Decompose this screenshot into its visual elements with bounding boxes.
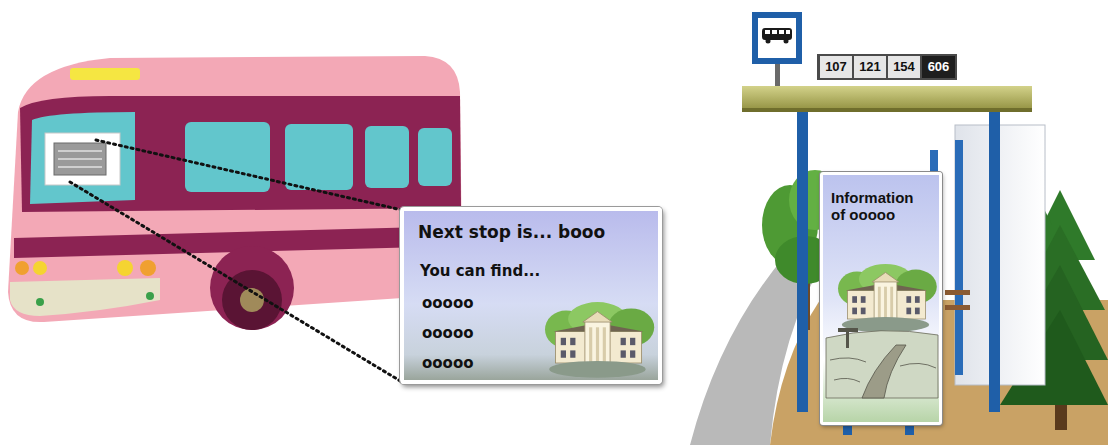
route-cell — [922, 56, 955, 78]
bus-stop-sign — [752, 12, 802, 64]
bench-slat — [945, 305, 970, 310]
bench-slat — [945, 290, 970, 295]
bumper-light — [36, 298, 44, 306]
node-heading: Information of ooooo — [831, 189, 926, 224]
route-strip — [817, 54, 957, 80]
route-cell — [888, 56, 920, 78]
wheel-arch — [210, 246, 294, 330]
bus-window — [418, 128, 452, 186]
node-heading: Next stop is... booo — [418, 223, 658, 243]
bus-icon — [762, 28, 792, 40]
display-line — [58, 166, 102, 168]
bus-icon-window — [779, 30, 784, 34]
building-picture — [838, 264, 937, 332]
bus-window — [185, 122, 270, 192]
headlight — [33, 261, 47, 275]
bus-window — [285, 124, 353, 190]
hill — [826, 331, 938, 398]
route-number: 606 — [922, 56, 955, 78]
bus-icon-window — [772, 30, 777, 34]
bus-icon-wheel — [784, 39, 789, 44]
display-line — [58, 150, 102, 152]
bus-window — [365, 126, 409, 188]
destination-sign — [70, 68, 140, 80]
route-cell — [820, 56, 852, 78]
building-picture — [545, 302, 654, 378]
route-number: 154 — [888, 56, 920, 78]
display-line — [58, 158, 102, 160]
shelter-pillar — [955, 140, 963, 375]
node-text: ooooo — [422, 355, 542, 372]
bus-display — [45, 133, 120, 185]
sign-post — [775, 64, 780, 86]
next-stop-panel: Next stop is... boooYou can find... ooooo… — [400, 207, 662, 384]
terrain-line — [830, 358, 936, 382]
bus-bumper — [10, 278, 160, 316]
bumper-light — [146, 292, 154, 300]
display-screen — [54, 143, 106, 175]
shelter-roof — [742, 86, 1032, 112]
zoom-leader-line — [70, 182, 402, 382]
sign-face — [758, 18, 796, 58]
bus-icon-window — [765, 30, 770, 34]
roof-edge — [742, 108, 1032, 112]
shelter-pillar — [989, 112, 1000, 412]
route-number: 107 — [820, 56, 852, 78]
zoom-leader-line — [96, 140, 402, 210]
bus-window-band — [20, 96, 461, 212]
route-cell — [854, 56, 886, 78]
signpost-arm — [838, 328, 858, 332]
bus-icon-wheel — [766, 39, 771, 44]
shelter-pillar — [797, 112, 808, 412]
landscape-picture — [826, 328, 938, 398]
headlight — [140, 260, 156, 276]
signpost — [846, 330, 849, 348]
route-number: 121 — [854, 56, 886, 78]
headlight — [15, 261, 29, 275]
path — [862, 345, 906, 398]
headlight — [117, 260, 133, 276]
node-text: You can find... — [420, 263, 650, 280]
information-poster: Information of ooooo — [820, 172, 942, 425]
bus-icon-window — [786, 30, 790, 34]
sign-frame — [752, 12, 802, 64]
node-text: ooooo — [422, 295, 542, 312]
node-text: ooooo — [422, 325, 542, 342]
bus — [8, 56, 462, 330]
